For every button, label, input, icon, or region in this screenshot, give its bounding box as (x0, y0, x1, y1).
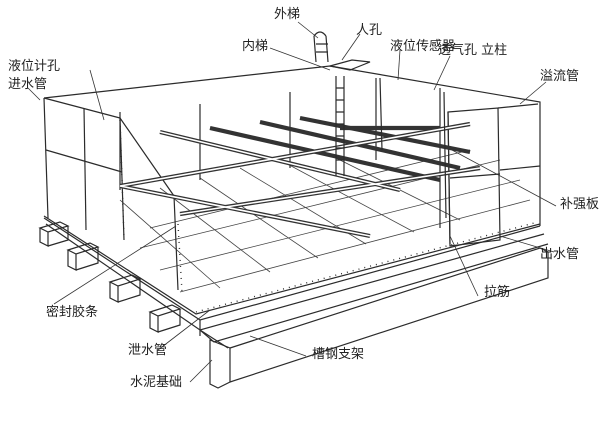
tie-rod-grid (119, 115, 481, 239)
label-outlet: 出水管 (540, 247, 580, 262)
label-overflow: 溢流管 (540, 69, 580, 84)
channel-steel-frame (43, 217, 549, 349)
label-channel-frame: 槽钢支架 (312, 347, 365, 362)
label-concrete-base: 水泥基础 (130, 375, 183, 390)
label-vent-post: 透气孔 立柱 (438, 43, 508, 58)
label-inlet: 进水管 (8, 77, 48, 92)
label-tie-rod: 拉筋 (484, 285, 511, 300)
label-sealant: 密封胶条 (46, 305, 99, 320)
back-and-right-walls (43, 59, 541, 247)
label-level-sensor: 液位传感器 (390, 39, 456, 54)
label-drain: 泄水管 (128, 343, 168, 358)
label-stiffener: 补强板 (560, 197, 600, 212)
label-outer-ladder: 外梯 (274, 7, 301, 22)
label-manhole: 人孔 (356, 23, 383, 38)
label-inner-ladder: 内梯 (242, 39, 269, 54)
concrete-base-blocks (38, 221, 549, 389)
label-level-gauge: 液位计孔 (8, 59, 61, 74)
ladders (313, 31, 447, 219)
tank-floor (43, 149, 541, 315)
leader-lines (27, 21, 557, 383)
